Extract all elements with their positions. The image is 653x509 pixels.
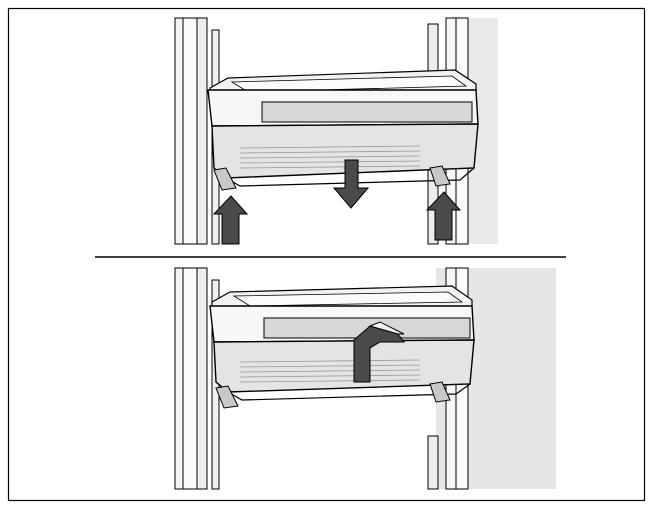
left-hook (213, 167, 237, 191)
door-bin-top (207, 69, 479, 187)
right-hook (429, 381, 451, 403)
bottom-panel (174, 267, 556, 490)
right-hook (429, 165, 451, 187)
lift-arrow (353, 325, 405, 383)
figure-border (7, 7, 646, 502)
lift-arrow-top (368, 321, 405, 335)
up-arrow-right (425, 191, 462, 241)
left-rail (174, 267, 220, 490)
down-arrow (332, 159, 370, 209)
top-panel (174, 17, 498, 245)
left-hook (215, 385, 239, 409)
up-arrow-left (212, 195, 249, 245)
door-bin-bottom (209, 285, 475, 401)
